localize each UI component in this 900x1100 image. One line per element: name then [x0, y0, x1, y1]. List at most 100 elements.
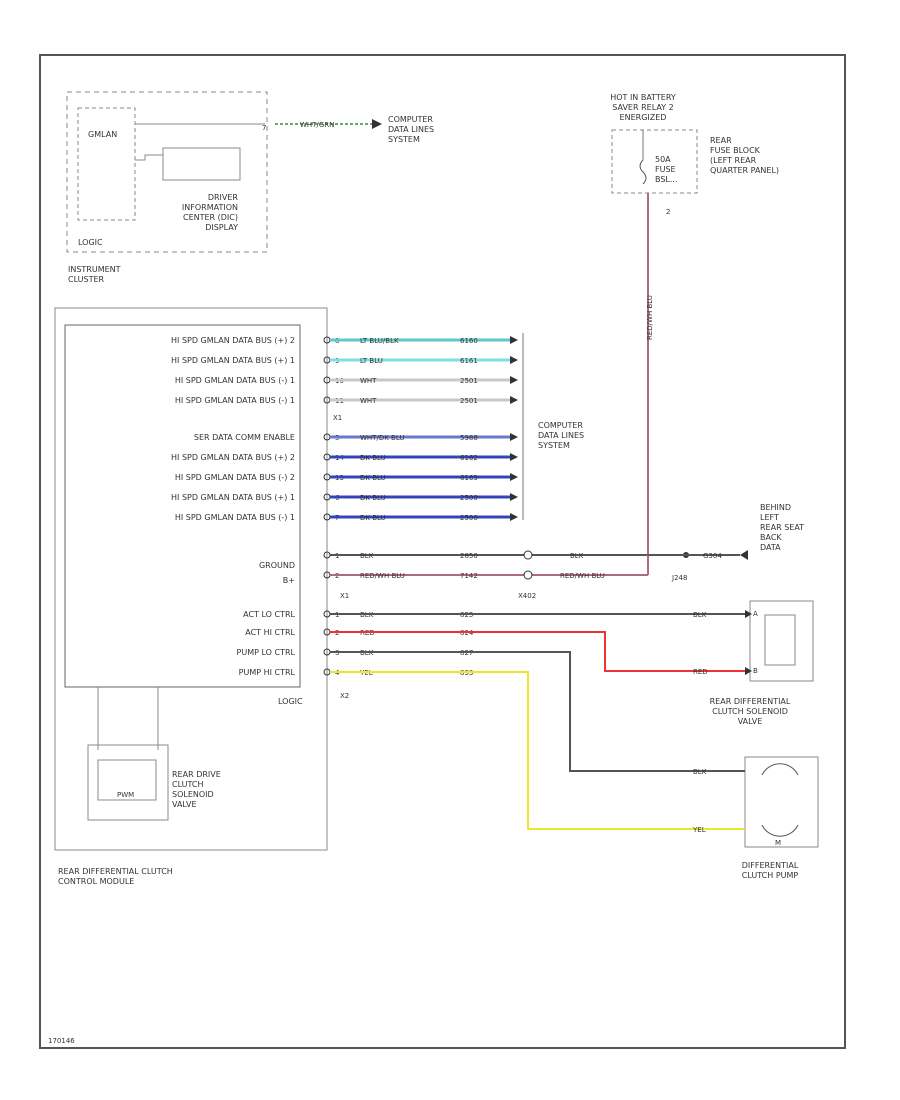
bplus-label: B+	[283, 576, 295, 585]
fuse-block-box	[611, 129, 698, 194]
solenoid-wire-b: RED	[693, 668, 708, 676]
ctrl-pin-label: PUMP LO CTRL	[237, 648, 296, 657]
inline-connector-label: X402	[518, 592, 536, 600]
inner-valve-coil	[97, 759, 157, 801]
data-wire-label: DK BLU	[360, 514, 386, 522]
pump-box	[744, 756, 819, 848]
circuit-number: 2500	[460, 494, 478, 502]
data-wire-label: LT BLU	[360, 357, 383, 365]
ground-wire2-label: BLK	[570, 552, 584, 560]
inline-bplus	[523, 570, 533, 580]
x1-label: X1	[340, 592, 349, 600]
data-bus-pins: HI SPD GMLAN DATA BUS (+) 28LT BLU/BLK61…	[171, 336, 518, 522]
ctrl-pin-label: ACT LO CTRL	[243, 610, 295, 619]
cluster-box	[66, 91, 268, 253]
data-wire-arrow	[510, 376, 518, 384]
data-wire-arrow	[510, 493, 518, 501]
circuit-number: 2501	[460, 377, 478, 385]
frame-code: 170146	[48, 1037, 75, 1045]
data-wire-label: WHT	[360, 397, 377, 405]
cluster-gmlan: GMLAN	[88, 130, 117, 139]
pump-m: M	[775, 839, 781, 847]
x1-header-mid: X1	[333, 414, 342, 422]
data-wire-arrow	[510, 433, 518, 441]
solenoid-wire-a: BLK	[693, 611, 707, 619]
solenoid-arrow-b	[745, 667, 752, 675]
solenoid-pin-b: B	[753, 667, 758, 675]
cluster-logic-box	[77, 107, 136, 221]
power-ground-circuit: GROUND B+ 1 2 BLK 2850 RED/WH BLU 7142 B…	[259, 503, 804, 600]
module-outer-box	[54, 307, 328, 851]
circuit-number: 5988	[460, 434, 478, 442]
module-pin-label: SER DATA COMM ENABLE	[194, 433, 295, 442]
module-pin-label: HI SPD GMLAN DATA BUS (+) 2	[171, 453, 295, 462]
data-wire-label: WHT	[360, 377, 377, 385]
wire-pump-hi	[330, 671, 745, 830]
solenoid-coil	[764, 614, 796, 666]
inner-valve-text: PWM	[117, 791, 134, 799]
circuit-number: 6161	[460, 357, 478, 365]
ctrl-pin-label: ACT HI CTRL	[245, 628, 295, 637]
module-pin-label: HI SPD GMLAN DATA BUS (+) 1	[171, 356, 295, 365]
wire-act-hi	[330, 631, 750, 672]
diagram-frame	[39, 54, 846, 1049]
ground-label: GROUND	[259, 561, 295, 570]
module-pin-label: HI SPD GMLAN DATA BUS (-) 1	[175, 513, 295, 522]
bplus-circuit: 7142	[460, 572, 478, 580]
data-wire-arrow	[510, 396, 518, 404]
data-wire-label: DK BLU	[360, 454, 386, 462]
wire-pump-lo	[330, 651, 745, 772]
module-pin-label: HI SPD GMLAN DATA BUS (+) 2	[171, 336, 295, 345]
pump-wire-a: BLK	[693, 768, 707, 776]
data-wire-label: DK BLU	[360, 474, 386, 482]
ground-point-wire: G304	[703, 552, 722, 560]
bplus-wire2-label: RED/WH BLU	[560, 572, 605, 580]
bplus-wire-label: RED/WH BLU	[360, 572, 405, 580]
data-wire-arrow	[510, 453, 518, 461]
circuit-number: 6162	[460, 454, 478, 462]
dic-connector	[135, 154, 163, 161]
solenoid-pin-a: A	[753, 610, 758, 618]
inline-ground	[523, 550, 533, 560]
x2-label: X2	[340, 692, 349, 700]
cluster-logic-label: LOGIC	[78, 238, 103, 247]
circuit-number: 2500	[460, 514, 478, 522]
module-logic-box	[64, 324, 301, 688]
data-wire-label: WHT/DK BLU	[360, 434, 405, 442]
circuit-number: 2501	[460, 397, 478, 405]
fuse-pin: 2	[666, 208, 670, 216]
module-pin-label: HI SPD GMLAN DATA BUS (-) 1	[175, 396, 295, 405]
data-wire-arrow	[510, 336, 518, 344]
ctrl-pin-label: PUMP HI CTRL	[239, 668, 296, 677]
cluster-pin: 7	[262, 124, 266, 132]
cluster-arrow	[372, 119, 382, 129]
module-pin-label: HI SPD GMLAN DATA BUS (+) 1	[171, 493, 295, 502]
ground-wire-label: BLK	[360, 552, 374, 560]
pump-wire-b: YEL	[692, 826, 706, 834]
wire-wht-grn-label: WHT/GRN	[300, 121, 334, 129]
data-wire-arrow	[510, 513, 518, 521]
module-pin-label: HI SPD GMLAN DATA BUS (-) 2	[175, 473, 295, 482]
data-wire-arrow	[510, 473, 518, 481]
control-wires: BLK RED BLK YEL	[330, 610, 752, 834]
solenoid-arrow-a	[745, 610, 752, 618]
wire-red-wh-vertical-label: RED/WH BLU	[646, 295, 654, 340]
